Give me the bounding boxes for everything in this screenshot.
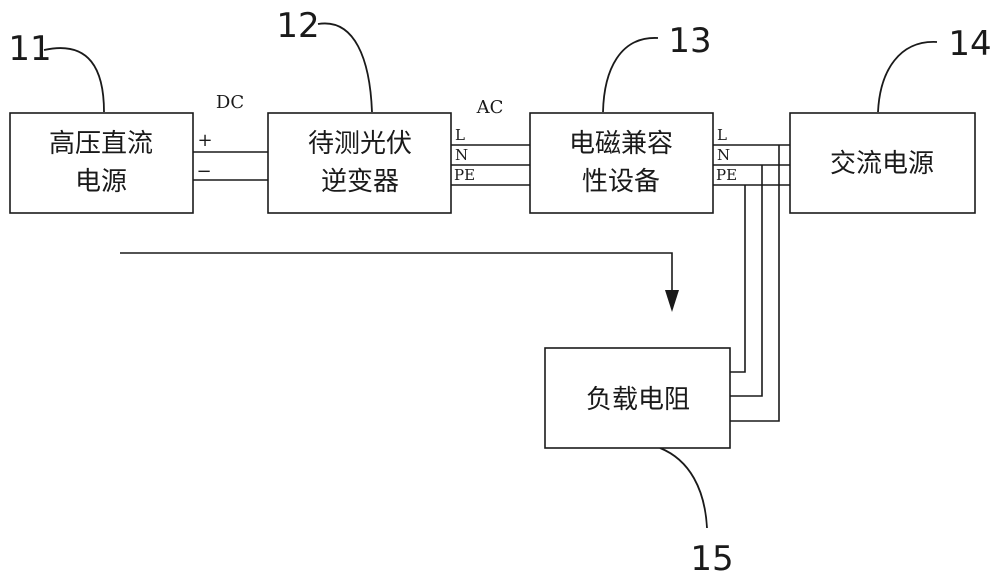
ref-12: 12 <box>276 6 319 46</box>
hv-dc-source-label-1: 高压直流 <box>49 129 153 159</box>
emc-port-n: N <box>717 146 730 164</box>
dc-label: DC <box>216 92 244 113</box>
ref-14: 14 <box>948 24 991 64</box>
dc-minus-label: − <box>196 161 211 182</box>
ac-source-block <box>789 112 976 214</box>
ref-15: 15 <box>690 539 733 579</box>
load-tap-l <box>730 145 780 422</box>
inverter-port-pe: PE <box>454 166 475 184</box>
pv-inverter-label-2: 逆变器 <box>321 167 399 197</box>
flow-arrow-line <box>120 252 673 290</box>
leader-12 <box>317 22 373 113</box>
ref-13: 13 <box>668 21 711 61</box>
load-resistor-label: 负载电阻 <box>586 385 690 415</box>
load-resistor-block <box>544 347 731 449</box>
emc-port-l: L <box>717 126 727 144</box>
ac-label: AC <box>476 97 504 118</box>
emc-equipment-block <box>529 112 714 214</box>
inverter-port-n: N <box>455 146 468 164</box>
pv-inverter-block <box>267 112 452 214</box>
emc-equipment-label-1: 电磁兼容 <box>569 129 673 159</box>
leader-13 <box>602 37 659 113</box>
flow-arrow-head <box>665 290 679 312</box>
load-tap-pe <box>730 185 746 373</box>
leader-11 <box>43 47 105 113</box>
inverter-port-l: L <box>455 126 465 144</box>
ref-11: 11 <box>8 29 51 69</box>
hv-dc-source-block <box>9 112 194 214</box>
load-tap-n <box>730 165 763 397</box>
leader-15 <box>659 447 708 529</box>
pv-inverter-label-1: 待测光伏 <box>308 129 412 159</box>
ac-source-label: 交流电源 <box>830 149 934 179</box>
emc-port-pe: PE <box>716 166 737 184</box>
emc-equipment-label-2: 性设备 <box>582 167 660 197</box>
hv-dc-source-label-2: 电源 <box>75 167 127 197</box>
leader-14 <box>877 41 938 113</box>
dc-plus-label: + <box>197 130 212 151</box>
